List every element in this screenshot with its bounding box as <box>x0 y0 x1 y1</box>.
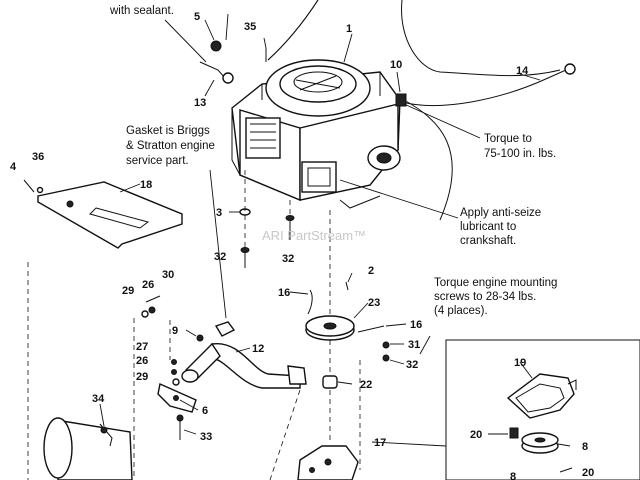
callout-32c: 32 <box>406 359 418 371</box>
leader-lines <box>99 13 571 447</box>
note-torque-mount-line: Torque engine mounting <box>434 277 557 289</box>
callout-29a: 29 <box>122 285 134 297</box>
exhaust-pipe-12 <box>181 321 307 389</box>
pulley-23 <box>305 315 355 341</box>
note-gasket-line: & Stratton engine <box>126 140 215 152</box>
fittings-5-13 <box>164 19 234 84</box>
note-antiseize: Apply anti-seize lubricant to crankshaft… <box>460 207 541 247</box>
callout-31: 31 <box>408 339 420 351</box>
callout-6: 6 <box>202 405 208 417</box>
callout-2: 2 <box>368 265 374 277</box>
callout-30: 30 <box>162 269 174 281</box>
callout-16a: 16 <box>278 287 290 299</box>
callout-23: 23 <box>368 297 380 309</box>
callout-17: 17 <box>374 437 386 449</box>
callout-18: 18 <box>140 179 152 191</box>
callout-3: 3 <box>216 207 222 219</box>
callout-14: 14 <box>516 65 529 77</box>
inset-detail <box>445 339 640 480</box>
callouts: 1 2 3 4 5 6 8 8 9 10 12 13 14 16 16 17 1… <box>10 11 594 480</box>
note-torque-pto: Torque to 75-100 in. lbs. <box>484 133 556 160</box>
callout-4: 4 <box>10 161 17 173</box>
callout-8a: 8 <box>582 441 588 453</box>
note-antiseize-line: crankshaft. <box>460 235 516 247</box>
throttle-cable <box>401 0 561 77</box>
bolt-16-right <box>357 325 385 333</box>
clip-10 <box>395 93 407 107</box>
callout-27: 27 <box>136 341 148 353</box>
callout-29b: 29 <box>136 371 148 383</box>
exhaust-hardware <box>141 295 204 440</box>
callout-12: 12 <box>252 343 264 355</box>
callout-5: 5 <box>194 11 200 23</box>
wire-harness-14 <box>401 69 567 107</box>
muffler-34 <box>43 417 133 480</box>
note-sealant: with sealant. <box>109 5 174 17</box>
wire-connector-14 <box>564 63 576 75</box>
callout-8b: 8 <box>510 471 516 480</box>
bolt-16-left <box>307 289 313 315</box>
note-torque-mount-line: (4 places). <box>434 305 488 317</box>
callout-20a: 20 <box>470 429 482 441</box>
fuel-hose <box>267 0 319 61</box>
callout-32a: 32 <box>214 251 226 263</box>
callout-13: 13 <box>194 97 206 109</box>
watermark: ARI PartStream™ <box>262 228 366 243</box>
note-antiseize-line: lubricant to <box>460 221 516 233</box>
callout-10: 10 <box>390 59 402 71</box>
note-torque-pto-line: Torque to <box>484 133 532 145</box>
engine-assembly <box>231 59 401 209</box>
shield-18 <box>37 181 183 249</box>
fuel-hose-inner <box>267 0 319 61</box>
note-torque-mount-line: screws to 28-34 lbs. <box>434 291 536 303</box>
note-torque-pto-line: 75-100 in. lbs. <box>484 148 556 160</box>
note-gasket: Gasket is Briggs & Stratton engine servi… <box>126 125 215 167</box>
callout-1: 1 <box>346 23 352 35</box>
callout-35: 35 <box>244 21 256 33</box>
ground-wire <box>403 99 453 221</box>
callout-22: 22 <box>360 379 372 391</box>
key-2 <box>345 281 349 291</box>
callout-16b: 16 <box>410 319 422 331</box>
callout-36: 36 <box>32 151 44 163</box>
callout-20b: 20 <box>582 467 594 479</box>
callout-33: 33 <box>200 431 212 443</box>
spacer-22 <box>322 375 338 389</box>
callout-9: 9 <box>172 325 178 337</box>
note-gasket-line: Gasket is Briggs <box>126 125 210 137</box>
note-antiseize-line: Apply anti-seize <box>460 207 541 219</box>
note-torque-mount: Torque engine mounting screws to 28-34 l… <box>434 277 557 317</box>
note-gasket-line: service part. <box>126 155 189 167</box>
callout-32b: 32 <box>282 253 294 265</box>
callout-26b: 26 <box>136 355 148 367</box>
callout-19: 19 <box>514 357 526 369</box>
callout-26a: 26 <box>142 279 154 291</box>
callout-34: 34 <box>92 393 105 405</box>
